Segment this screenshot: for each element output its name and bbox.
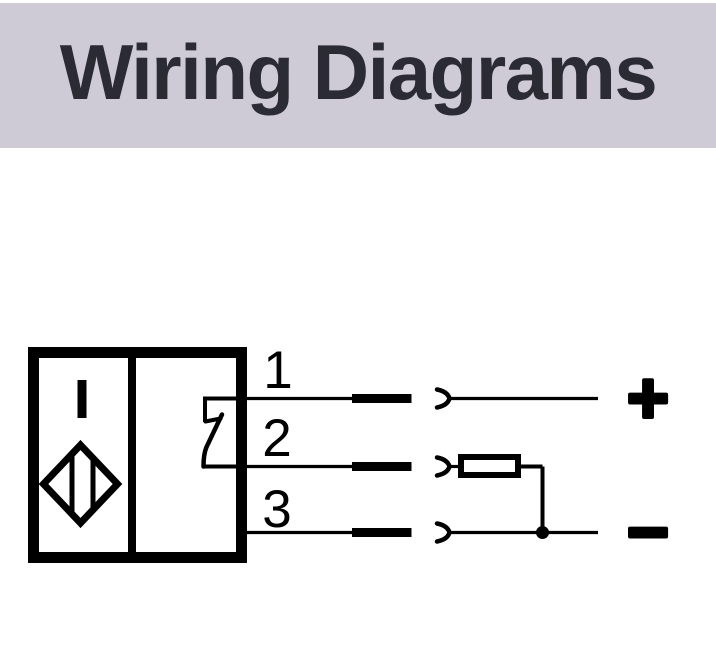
pin-label-1: 1 [263,341,292,400]
indicator-bar-icon [77,380,87,418]
title-bar: Wiring Diagrams [0,3,716,148]
pin-label-2: 2 [262,409,291,468]
diamond-proximity-sensor-icon [38,439,123,529]
wire-2 [245,454,545,533]
minus-terminal-label: − [627,493,669,573]
sensor-housing [28,347,247,563]
pin-labels: 1 2 3 [262,341,292,539]
connector-socket-icon-1 [434,387,452,410]
connector-socket-icon-3 [434,521,452,544]
load-resistor-icon [458,454,521,478]
pin-label-3: 3 [262,480,291,539]
connector-socket-icon-2 [434,455,452,478]
plus-terminal-label: + [627,359,669,439]
junction-dot [536,526,549,539]
wire-1: + [245,357,671,441]
wire-3: − [245,491,671,575]
sensor-box [28,347,247,563]
page-title: Wiring Diagrams [59,28,658,116]
switch-contact-icon [201,396,245,469]
